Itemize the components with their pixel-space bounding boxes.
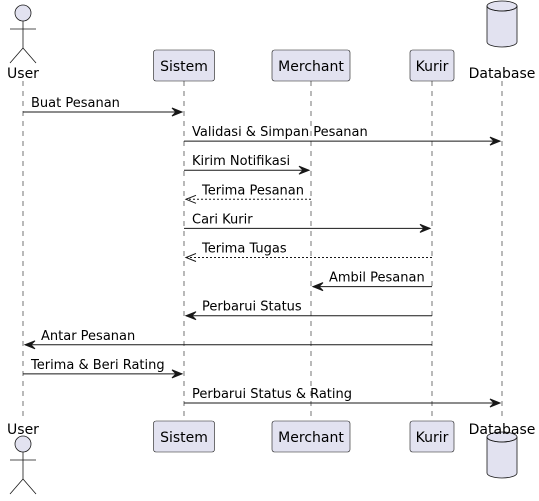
- participant-sistem-top: Sistem: [153, 49, 215, 82]
- actor-stick-figure-icon: [9, 435, 37, 495]
- message-label: Antar Pesanan: [41, 329, 135, 344]
- participant-kurir-top: Kurir: [409, 49, 455, 82]
- participant-sistem-bottom: Sistem: [153, 420, 215, 453]
- actor-stick-figure-icon: [9, 4, 37, 64]
- arrowhead-filled-icon: [311, 282, 324, 292]
- participant-label: Database: [469, 422, 536, 438]
- participant-box: [271, 420, 351, 453]
- participant-box: [271, 49, 351, 82]
- participant-user-top: User: [7, 4, 39, 82]
- arrowhead-open-icon: [184, 253, 197, 262]
- participant-box: [153, 420, 215, 453]
- arrowhead-filled-icon: [489, 136, 502, 146]
- message-3: Kirim Notifikasi: [184, 154, 311, 175]
- message-1: Buat Pesanan: [23, 96, 184, 117]
- participant-label: Sistem: [160, 59, 208, 75]
- lifelines-layer: [22, 81, 503, 421]
- participant-headers-top: User Sistem Merchant Kurir Database: [7, 0, 536, 82]
- message-4: Terima Pesanan: [184, 183, 311, 204]
- message-label: Ambil Pesanan: [329, 271, 425, 286]
- arrowhead-filled-icon: [184, 311, 197, 321]
- message-2: Validasi & Simpan Pesanan: [184, 125, 502, 146]
- message-label: Terima & Beri Rating: [30, 358, 165, 373]
- participant-label: Merchant: [278, 430, 344, 446]
- participant-box: [409, 420, 455, 453]
- participant-database-bottom: Database: [469, 422, 536, 479]
- message-10: Terima & Beri Rating: [23, 358, 184, 379]
- participant-label: User: [7, 66, 39, 82]
- participant-label: Kurir: [416, 430, 449, 446]
- database-cylinder-icon: [486, 431, 518, 479]
- participant-label: Database: [469, 66, 536, 82]
- message-label: Terima Tugas: [201, 242, 287, 257]
- participant-kurir-bottom: Kurir: [409, 420, 455, 453]
- message-8: Perbarui Status: [184, 300, 432, 321]
- participant-box: [409, 49, 455, 82]
- arrowhead-filled-icon: [489, 398, 502, 408]
- message-label: Cari Kurir: [192, 212, 253, 227]
- message-label: Validasi & Simpan Pesanan: [192, 125, 368, 140]
- arrowhead-open-icon: [184, 194, 197, 204]
- participant-merchant-bottom: Merchant: [271, 420, 351, 453]
- arrowhead-filled-icon: [23, 340, 36, 350]
- participant-label: User: [7, 422, 39, 438]
- message-label: Kirim Notifikasi: [192, 154, 290, 169]
- participant-box: [153, 49, 215, 82]
- message-label: Buat Pesanan: [31, 96, 120, 111]
- message-5: Cari Kurir: [184, 212, 432, 233]
- message-6: Terima Tugas: [184, 242, 432, 262]
- participant-label: Kurir: [416, 59, 449, 75]
- participant-database-top: Database: [469, 0, 536, 82]
- participant-label: Merchant: [278, 59, 344, 75]
- arrowhead-filled-icon: [419, 223, 432, 233]
- message-label: Perbarui Status: [202, 300, 302, 315]
- message-9: Antar Pesanan: [23, 329, 432, 350]
- message-7: Ambil Pesanan: [311, 271, 432, 292]
- participant-label: Sistem: [160, 430, 208, 446]
- message-label: Terima Pesanan: [201, 183, 304, 198]
- participant-user-bottom: User: [7, 422, 39, 495]
- arrowhead-filled-icon: [298, 165, 311, 175]
- message-label: Perbarui Status & Rating: [192, 387, 352, 402]
- arrowhead-filled-icon: [171, 369, 184, 379]
- message-11: Perbarui Status & Rating: [184, 387, 502, 408]
- participant-merchant-top: Merchant: [271, 49, 351, 82]
- database-cylinder-icon: [486, 0, 518, 48]
- arrowhead-filled-icon: [171, 107, 184, 117]
